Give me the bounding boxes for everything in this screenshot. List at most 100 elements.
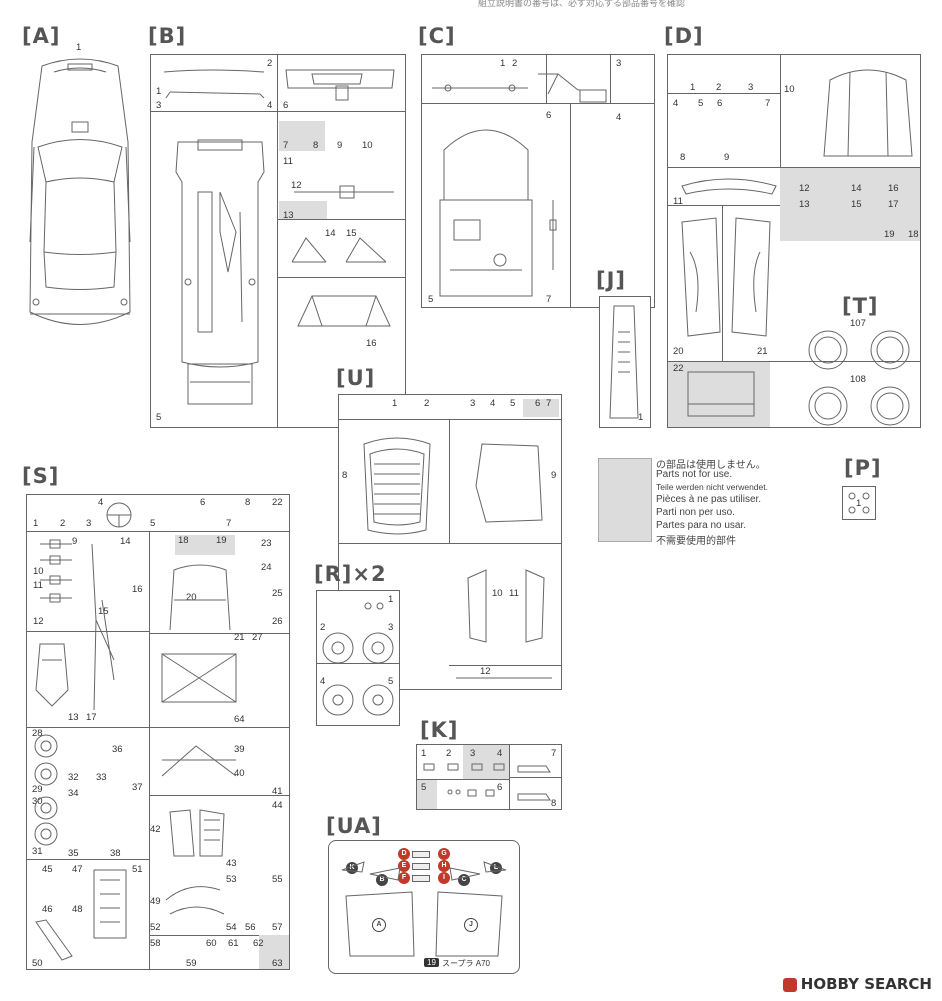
part-b8: 8 [313, 140, 319, 151]
polycaps [848, 492, 870, 514]
part-s62: 62 [253, 938, 264, 949]
part-s50: 50 [32, 958, 43, 969]
part-d3: 3 [748, 82, 754, 93]
part-s28: 28 [32, 728, 43, 739]
steering-wheel [106, 502, 132, 528]
part-d9: 9 [724, 152, 730, 163]
part-s40: 40 [234, 768, 245, 779]
part-u4: 4 [490, 398, 496, 409]
part-s49: 49 [150, 896, 161, 907]
part-r3: 3 [388, 622, 394, 633]
decal-letter-j: J [464, 918, 478, 932]
legend-es: Partes para no usar. [656, 520, 747, 531]
part-b1: 1 [156, 86, 162, 97]
part-d11: 11 [673, 196, 683, 207]
interior-tub [439, 129, 533, 297]
part-k2: 2 [446, 748, 452, 759]
section-r-label: [R]×2 [314, 562, 387, 586]
side-windows [467, 569, 545, 643]
part-s39: 39 [234, 744, 245, 755]
part-d13: 13 [799, 199, 810, 210]
rear-axle-assembly [432, 73, 607, 103]
section-p-label: [P] [844, 456, 882, 480]
decal-sheet-title: スープラ A70 [442, 959, 490, 968]
part-u6: 6 [535, 398, 541, 409]
part-u10: 10 [492, 588, 503, 599]
part-d17: 17 [888, 199, 899, 210]
quarter-glass-strip [456, 677, 552, 679]
part-u11: 11 [509, 588, 519, 599]
suspension-arms [291, 237, 387, 263]
decal-letter-d: D [398, 848, 410, 860]
part-s36: 36 [112, 744, 123, 755]
part-b3: 3 [156, 100, 162, 111]
part-r5: 5 [388, 676, 394, 687]
decal-strip-d [412, 851, 430, 858]
part-u5: 5 [510, 398, 516, 409]
part-d7: 7 [765, 98, 771, 109]
sprue-k [416, 744, 562, 810]
hobby-search-watermark: HOBBY SEARCH [782, 975, 932, 993]
part-d21: 21 [757, 346, 768, 357]
part-s60: 60 [206, 938, 217, 949]
part-s8: 8 [245, 497, 251, 508]
part-d5: 5 [698, 98, 704, 109]
part-p1: 1 [856, 498, 862, 509]
hobby-search-logo-icon [782, 977, 797, 992]
part-b6: 6 [283, 100, 289, 111]
part-s18: 18 [178, 535, 189, 546]
part-k8: 8 [551, 798, 557, 809]
part-k1: 1 [421, 748, 427, 759]
part-s47: 47 [72, 864, 83, 875]
lights-clear [423, 763, 551, 801]
rear-spoiler [681, 178, 777, 195]
part-d10: 10 [784, 84, 795, 95]
part-s51: 51 [132, 864, 143, 875]
legend-en: Parts not for use. [656, 469, 733, 480]
part-c4: 4 [616, 112, 622, 123]
part-s13: 13 [68, 712, 79, 723]
part-s59: 59 [186, 958, 197, 969]
part-b5: 5 [156, 412, 162, 423]
roll-cage-rear [161, 745, 237, 777]
side-rod-c7 [549, 200, 557, 270]
part-s42: 42 [150, 824, 161, 835]
part-s56: 56 [245, 922, 256, 933]
part-s27: 27 [252, 632, 263, 643]
part-s14: 14 [120, 536, 131, 547]
part-s20: 20 [186, 592, 197, 603]
section-b-label: [B] [148, 24, 187, 48]
part-s25: 25 [272, 588, 283, 599]
legend-jp: の部品は使用しません。 [656, 460, 766, 471]
part-s4: 4 [98, 497, 104, 508]
part-s48: 48 [72, 904, 83, 915]
section-ua-label: [UA] [326, 814, 382, 838]
part-d6: 6 [717, 98, 723, 109]
shock-absorbers [40, 539, 72, 603]
decal-window-shapes [341, 861, 507, 957]
sprue-b [150, 54, 406, 428]
part-s6: 6 [200, 497, 206, 508]
part-s11: 11 [33, 580, 43, 591]
part-b4: 4 [267, 100, 273, 111]
part-s23: 23 [261, 538, 272, 549]
part-d15: 15 [851, 199, 862, 210]
part-j1: 1 [638, 412, 644, 423]
part-t107: 107 [850, 318, 866, 329]
part-k7: 7 [551, 748, 557, 759]
part-d12: 12 [799, 183, 810, 194]
sprue-j [599, 296, 651, 428]
headliner [687, 371, 755, 417]
part-s58: 58 [150, 938, 161, 949]
part-b12: 12 [291, 180, 302, 191]
part-d18: 18 [908, 229, 919, 240]
part-c6: 6 [546, 110, 552, 121]
legend-fr: Pièces à ne pas utiliser. [656, 494, 762, 505]
tires [808, 330, 910, 426]
part-d4: 4 [673, 98, 679, 109]
stabilizer-bar-b [163, 69, 265, 99]
part-c1: 1 [500, 58, 506, 69]
part-s1: 1 [33, 518, 39, 529]
part-s7: 7 [226, 518, 232, 529]
section-u-label: [U] [336, 366, 376, 390]
